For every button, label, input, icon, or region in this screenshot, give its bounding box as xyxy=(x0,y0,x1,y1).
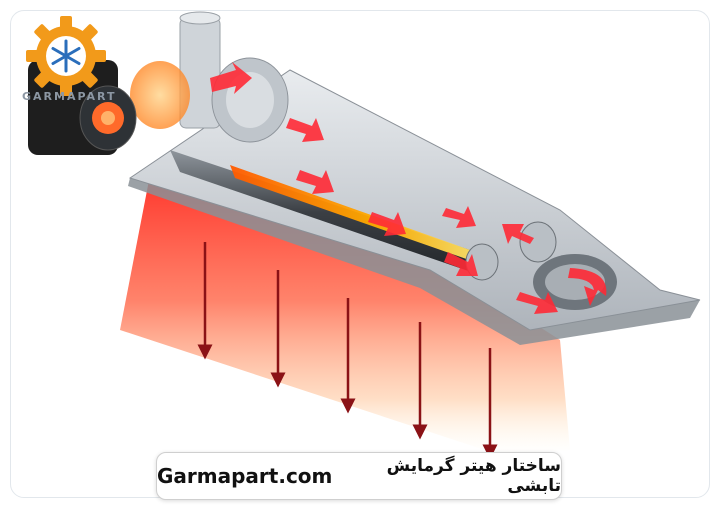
radiant-heat-zone xyxy=(120,175,570,455)
flow-arrow xyxy=(444,252,478,276)
flue-pipe-top xyxy=(179,11,221,25)
flow-arrow xyxy=(296,170,334,194)
flow-arrow xyxy=(442,206,476,228)
burner-flame xyxy=(230,165,475,262)
logo-brand-text: GARMAPART xyxy=(22,90,117,103)
caption-site: Garmapart.com xyxy=(157,464,333,488)
airflow-arrows xyxy=(210,62,607,314)
flow-arrow xyxy=(502,224,534,244)
flow-arrow xyxy=(286,118,324,142)
exhaust-tube-end xyxy=(519,221,557,263)
flow-arrow xyxy=(368,212,406,236)
caption-title: ساختار هیتر گرمایش تابشی xyxy=(386,456,561,496)
gear-snowflake-logo-icon xyxy=(26,16,106,96)
flow-arrow xyxy=(516,292,558,314)
flow-arrow xyxy=(568,268,607,306)
radiant-heat-arrows xyxy=(197,242,498,460)
caption-banner: Garmapart.com ساختار هیتر گرمایش تابشی xyxy=(156,452,562,500)
burner-fan xyxy=(130,61,190,129)
burner-port-core xyxy=(101,111,115,125)
flow-arrow xyxy=(210,62,252,94)
